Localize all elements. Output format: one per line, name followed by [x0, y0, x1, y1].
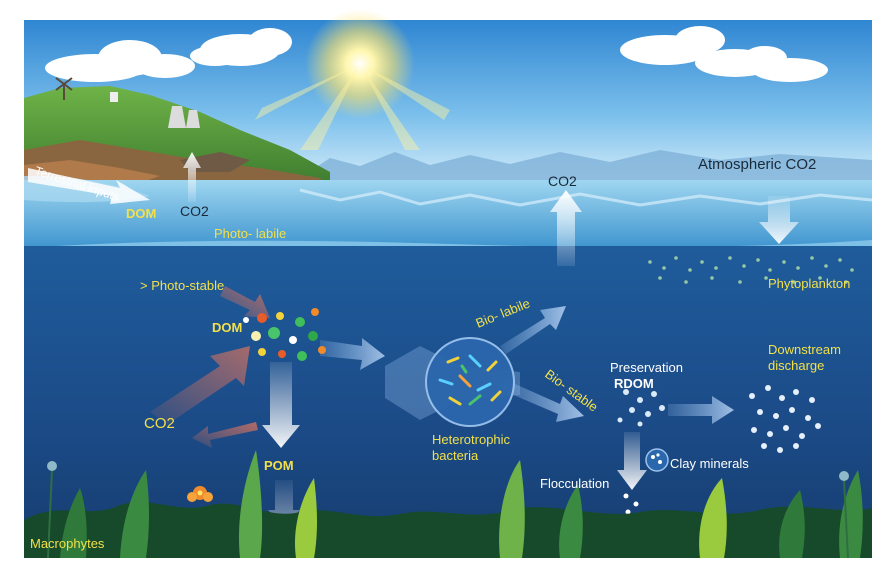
- heterotrophic-bacteria-circle: [425, 337, 515, 427]
- phytoplankton-cloud: [648, 256, 854, 284]
- pom-down-arrow: [262, 362, 300, 448]
- heterotrophic-label: Heterotrophic: [432, 432, 511, 447]
- discharge-label: discharge: [768, 358, 824, 373]
- orange-flower: [187, 486, 213, 502]
- clay-minerals-bubble: [645, 448, 669, 472]
- macrophytes-label: Macrophytes: [30, 536, 105, 551]
- photo-stable-label: > Photo-stable: [140, 278, 224, 293]
- dom-deep-label: DOM: [212, 320, 242, 335]
- co2-shore-label: CO2: [180, 203, 209, 219]
- dom-particles: [243, 308, 326, 361]
- co2-center-up-arrow: [550, 190, 582, 266]
- co2-center-label: CO2: [548, 173, 577, 189]
- bacteria-label: bacteria: [432, 448, 479, 463]
- distant-mountains: [300, 150, 872, 182]
- downstream-label: Downstream: [768, 342, 841, 357]
- bio-stable-arrow: [502, 380, 584, 422]
- cooling-towers: [168, 106, 200, 128]
- cloud-left: [45, 40, 195, 82]
- macrophytes: [24, 450, 872, 559]
- photo-stable-arrow: [220, 286, 270, 318]
- windmill: [55, 77, 73, 100]
- co2-left-out-arrow: [192, 422, 258, 448]
- terrestrial-inputs-arrow: [28, 168, 150, 204]
- process-arrows: [28, 152, 799, 528]
- cloud-mid: [190, 28, 292, 66]
- flocculation-label: Flocculation: [540, 476, 609, 491]
- pom-label: POM: [264, 458, 294, 473]
- atmospheric-co2-label: Atmospheric CO2: [698, 156, 816, 173]
- sky: [24, 9, 872, 182]
- downstream-particles: [749, 385, 821, 453]
- co2-input-arrow: [150, 346, 250, 424]
- phytoplankton-label: Phytoplankton: [768, 276, 850, 291]
- clay-minerals-label: Clay minerals: [670, 456, 749, 471]
- labels: Terrestrial inputs DOM CO2 Photo- labile…: [30, 156, 850, 551]
- preservation-label: Preservation: [610, 360, 683, 375]
- dom-to-bacteria-arrow: [320, 338, 385, 370]
- co2-shore-up-arrow: [183, 152, 201, 202]
- rdom-to-downstream-arrow: [668, 396, 734, 424]
- photo-labile-label: Photo- labile: [214, 226, 286, 241]
- cloud-right: [620, 26, 828, 82]
- bio-labile-arrow: [500, 306, 566, 354]
- shoreline: [24, 77, 330, 190]
- rdom-label: RDOM: [614, 376, 654, 391]
- atmospheric-co2-down-arrow: [759, 196, 799, 244]
- flocculation-arrow: [617, 432, 647, 490]
- sun: [305, 9, 415, 119]
- rdom-particles: [617, 389, 665, 427]
- flocculation-particles: [623, 493, 639, 515]
- dom-surface-label: DOM: [126, 206, 156, 221]
- co2-left-label: CO2: [144, 415, 175, 432]
- sun-rays: [255, 64, 450, 150]
